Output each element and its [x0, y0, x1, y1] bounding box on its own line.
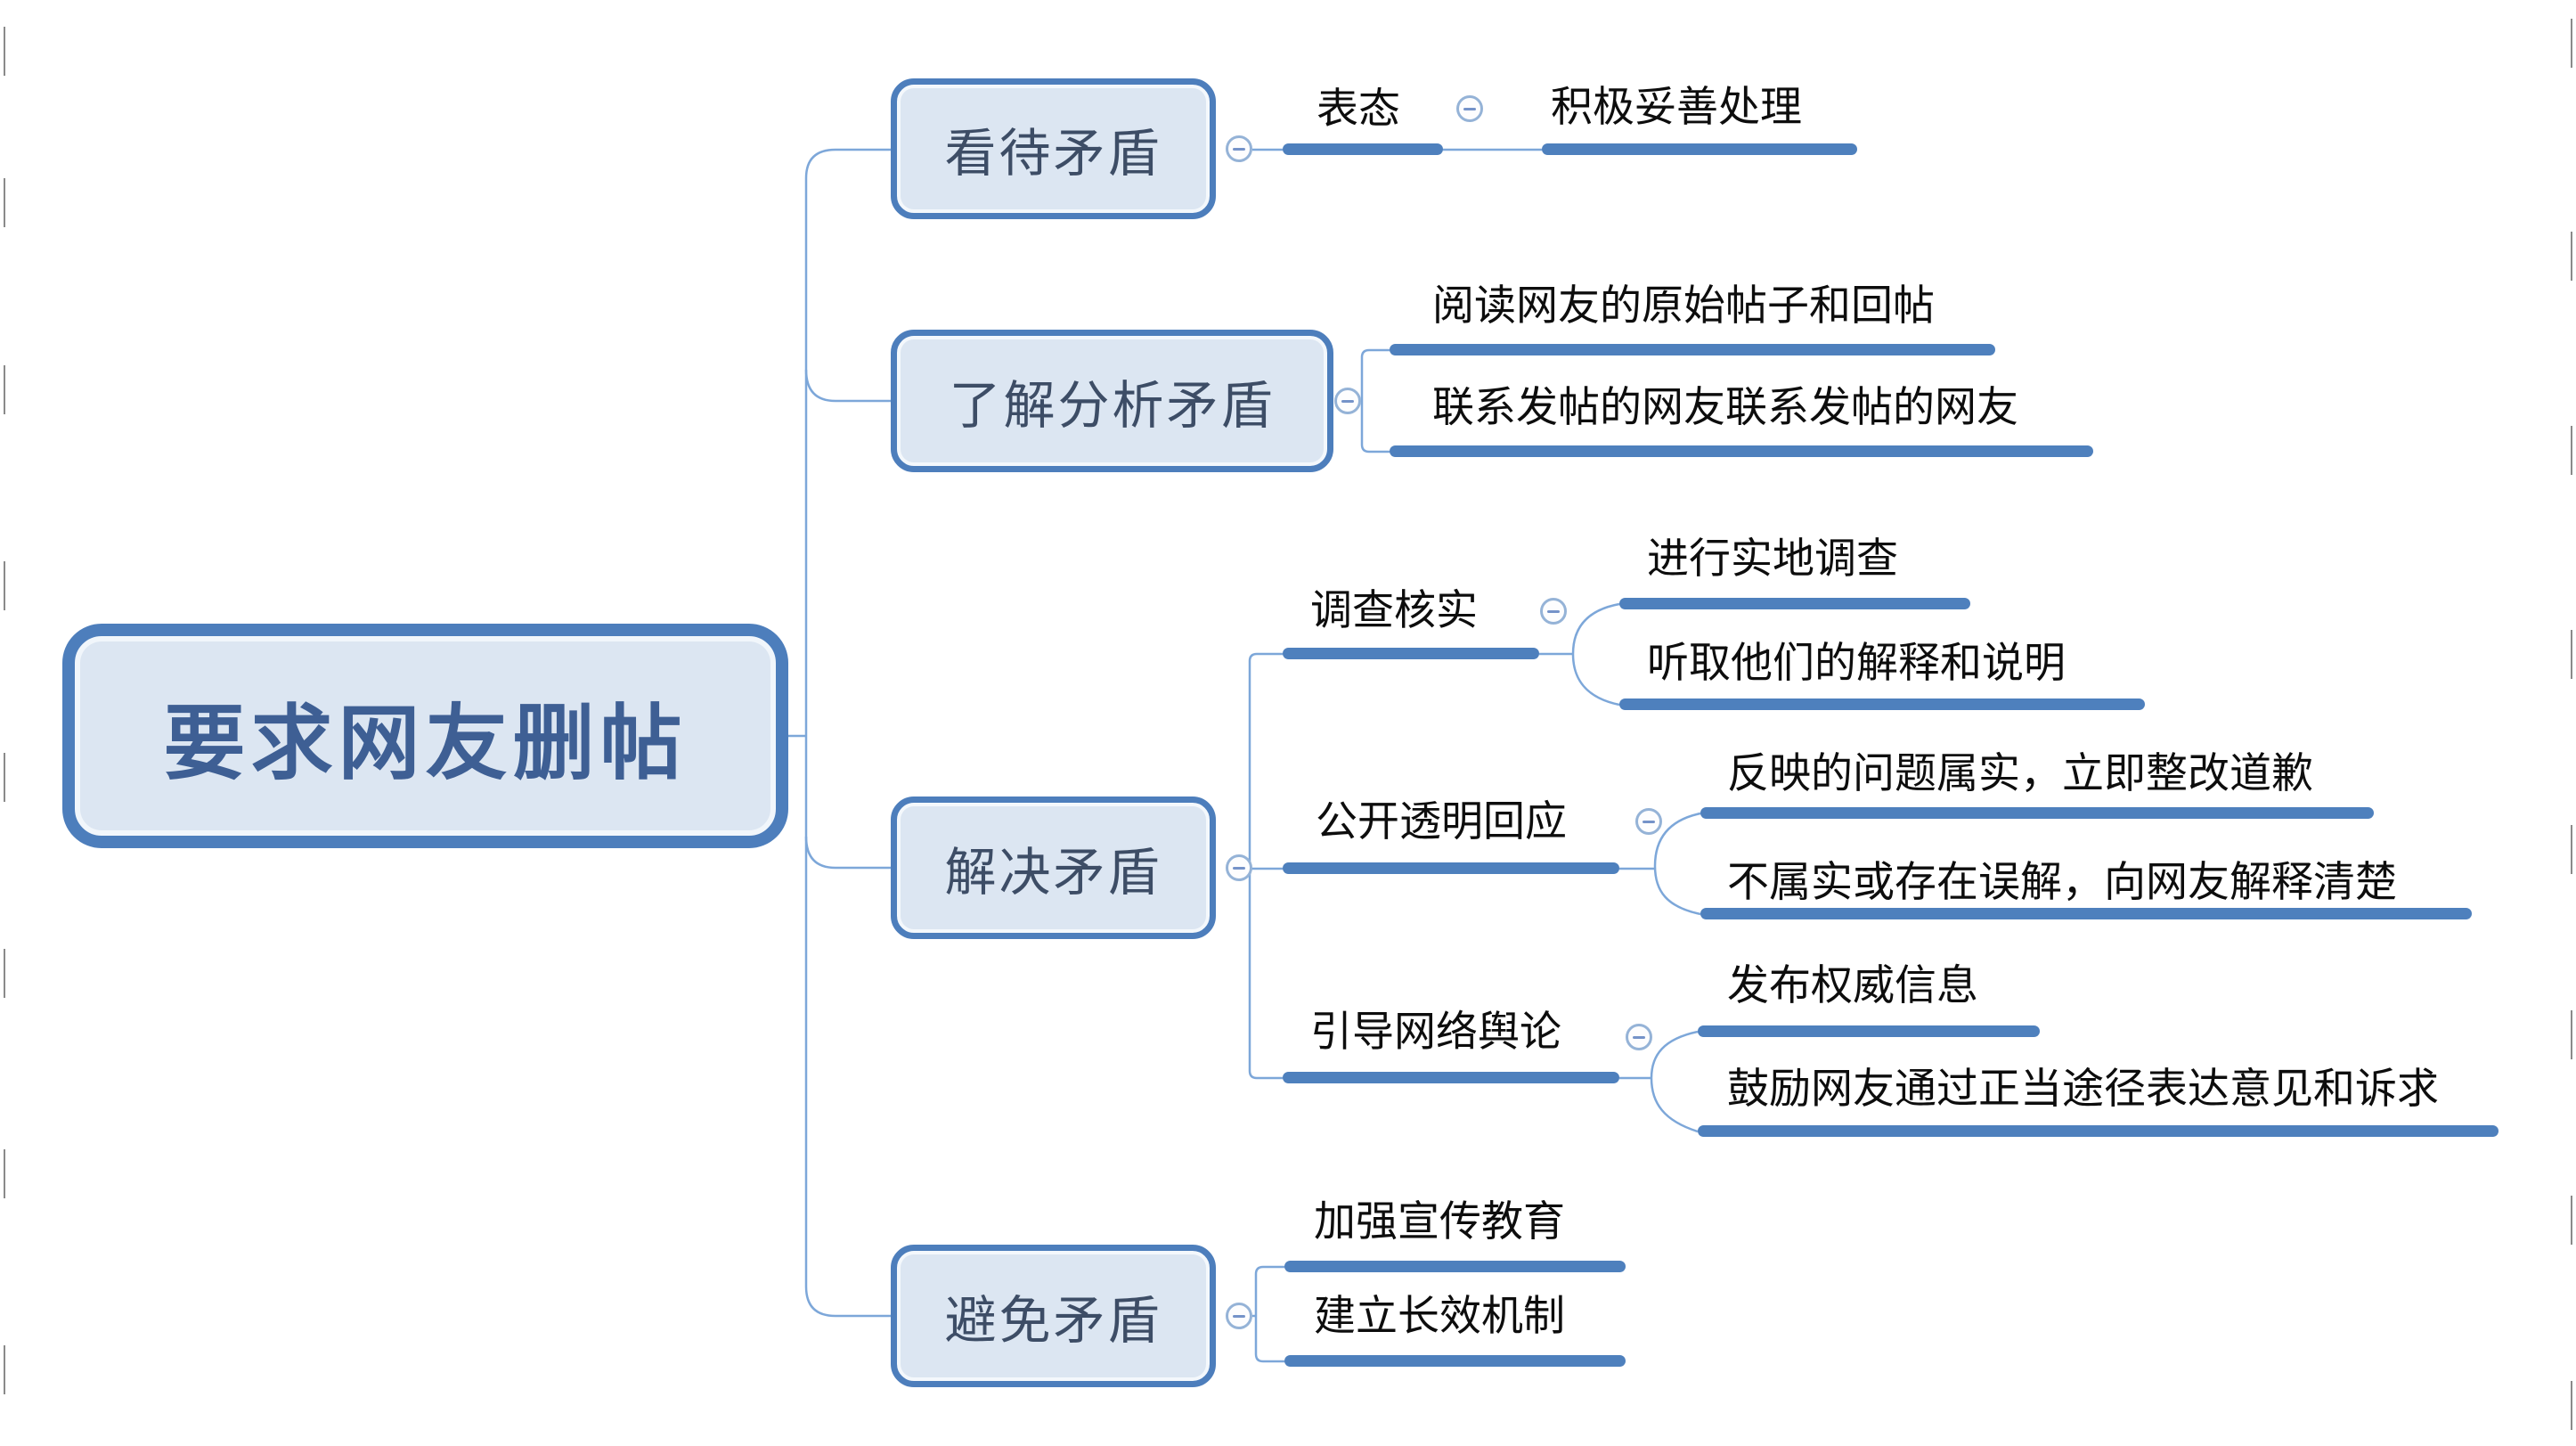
leaf-issue-false-explain[interactable]: 不属实或存在误解，向网友解释清楚	[1727, 858, 2397, 906]
topic-understand-analyze-conflict[interactable]: 了解分析矛盾	[891, 330, 1333, 472]
leaf-long-term-mechanism[interactable]: 建立长效机制	[1314, 1292, 1565, 1340]
edge-artifact	[2571, 426, 2572, 475]
collapse-minus-icon[interactable]	[1626, 1024, 1652, 1050]
leaf-listen-explanations[interactable]: 听取他们的解释和说明	[1647, 639, 2066, 687]
edge-artifact	[4, 27, 5, 76]
root-topic-label: 要求网友删帖	[163, 698, 688, 789]
topic-resolve-conflict[interactable]: 解决矛盾	[891, 797, 1216, 939]
collapse-minus-icon[interactable]	[1226, 1303, 1252, 1329]
topic-resolve-conflict-label: 解决矛盾	[944, 844, 1162, 902]
minus-dash	[1643, 820, 1655, 823]
edge-artifact	[2571, 630, 2572, 679]
topic-avoid-conflict-label: 避免矛盾	[944, 1292, 1162, 1350]
edge-artifact	[4, 1149, 5, 1198]
collapse-minus-icon[interactable]	[1226, 854, 1252, 881]
collapse-minus-icon[interactable]	[1635, 808, 1662, 835]
minus-dash	[1233, 866, 1245, 870]
topic-view-conflict-label: 看待矛盾	[944, 125, 1162, 183]
root-topic[interactable]: 要求网友删帖	[62, 624, 788, 848]
leaf-strengthen-education[interactable]: 加强宣传教育	[1314, 1197, 1565, 1246]
leaf-handle-properly[interactable]: 积极妥善处理	[1551, 83, 1802, 131]
edge-artifact	[4, 1345, 5, 1394]
topic-avoid-conflict[interactable]: 避免矛盾	[891, 1245, 1216, 1387]
edge-artifact	[2571, 19, 2572, 68]
edge-artifact	[2571, 232, 2572, 281]
leaf-express-stance[interactable]: 表态	[1317, 85, 1400, 133]
topic-understand-analyze-conflict-label: 了解分析矛盾	[949, 377, 1276, 435]
leaf-field-investigation[interactable]: 进行实地调查	[1647, 535, 1898, 583]
edge-artifact	[2571, 1196, 2572, 1245]
leaf-guide-public-opinion[interactable]: 引导网络舆论	[1310, 1008, 1561, 1056]
edge-artifact	[4, 949, 5, 998]
edge-artifact	[2571, 1381, 2572, 1430]
edge-artifact	[4, 753, 5, 802]
leaf-read-original-posts[interactable]: 阅读网友的原始帖子和回帖	[1432, 282, 1935, 330]
leaf-investigate-verify[interactable]: 调查核实	[1310, 586, 1478, 634]
minus-dash	[1633, 1035, 1645, 1039]
edge-artifact	[2571, 825, 2572, 874]
edge-artifact	[4, 561, 5, 610]
collapse-minus-icon[interactable]	[1226, 135, 1252, 162]
edge-artifact	[2571, 1010, 2572, 1059]
leaf-contact-posters[interactable]: 联系发帖的网友联系发帖的网友	[1432, 383, 2018, 431]
minus-dash	[1341, 399, 1354, 403]
leaf-issue-true-rectify-apologize[interactable]: 反映的问题属实，立即整改道歉	[1727, 749, 2313, 797]
edge-artifact	[4, 178, 5, 227]
leaf-publish-authoritative-info[interactable]: 发布权威信息	[1727, 961, 1978, 1009]
topic-view-conflict[interactable]: 看待矛盾	[891, 78, 1216, 219]
edge-artifact	[4, 365, 5, 414]
leaf-encourage-proper-channels[interactable]: 鼓励网友通过正当途径表达意见和诉求	[1727, 1065, 2439, 1113]
minus-dash	[1547, 609, 1560, 613]
minus-dash	[1233, 1314, 1245, 1318]
minus-dash	[1463, 107, 1476, 110]
collapse-minus-icon[interactable]	[1456, 95, 1483, 122]
collapse-minus-icon[interactable]	[1540, 598, 1567, 625]
collapse-minus-icon[interactable]	[1334, 388, 1361, 414]
leaf-transparent-response[interactable]: 公开透明回应	[1316, 797, 1567, 846]
minus-dash	[1233, 147, 1245, 151]
